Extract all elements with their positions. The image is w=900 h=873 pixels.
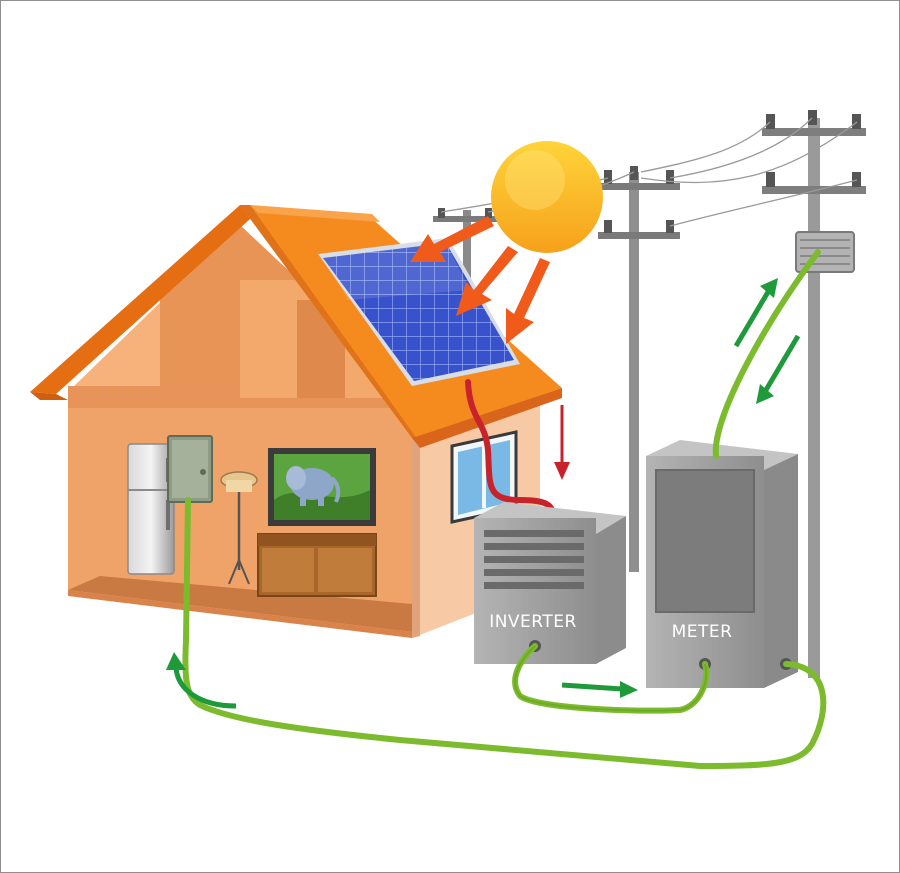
arrow-up-to-grid-icon [733,278,778,348]
inverter-unit: INVERTER [474,502,626,664]
inverter-label: INVERTER [489,612,577,632]
meter-display [655,469,755,613]
floor-lamp-icon [220,471,258,585]
flow-arrows [166,278,801,709]
arrow-into-house-icon [166,652,237,709]
utility-pole-back [433,208,499,320]
meter-label: METER [672,622,733,642]
breaker-box-icon [167,435,213,503]
down-arrow-icon [554,405,570,480]
dc-wire [465,379,555,515]
vent-grille [484,530,584,589]
sun-icon [491,141,603,253]
cabinet-icon [257,533,377,597]
utility-pole-middle [598,166,680,572]
arrow-down-from-grid-icon [756,334,801,404]
sun-rays [410,216,550,344]
arrow-right-icon [561,681,638,698]
meter-unit: METER [646,440,798,688]
television-icon [268,448,376,526]
